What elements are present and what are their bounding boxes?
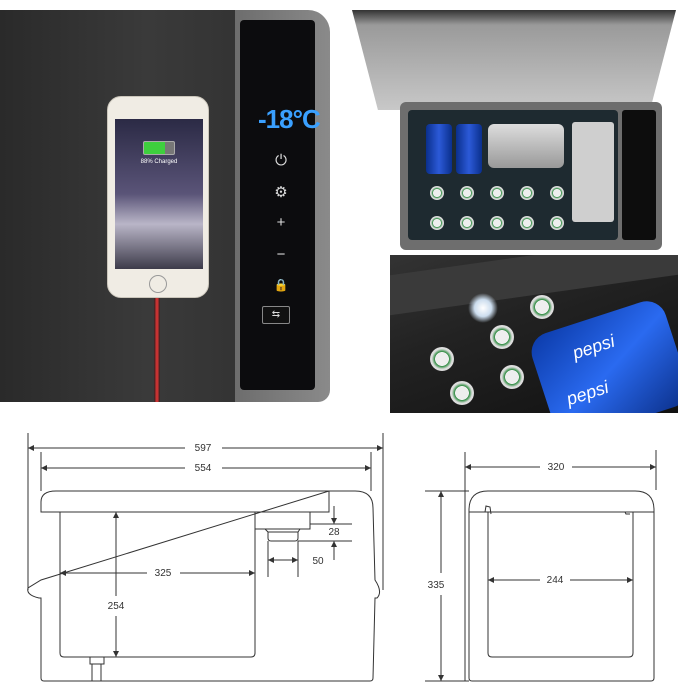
control-panel: -18°C ⏻ ⚙ + − 🔒 ⇆ [240, 20, 321, 390]
led-light [468, 293, 498, 323]
fridge-interior-closeup: pepsi pepsi [390, 255, 678, 413]
can-label: pepsi [563, 376, 612, 410]
dimension-lines [27, 433, 657, 682]
side-view [468, 490, 655, 682]
battery-icon [143, 141, 175, 155]
bottle [530, 295, 554, 319]
bottle [460, 186, 474, 200]
bottle [490, 216, 504, 230]
power-icon: ⏻ [275, 152, 287, 169]
side-control-panel [622, 110, 656, 240]
smartphone: 88% Charged [107, 96, 209, 298]
lock-icon: 🔒 [273, 278, 289, 292]
gear-icon: ⚙ [274, 184, 288, 201]
bottle [430, 216, 444, 230]
dim-overall-width: 597 [195, 443, 212, 454]
home-button [149, 275, 167, 293]
bottle [520, 216, 534, 230]
dim-inner-height: 254 [108, 601, 125, 612]
dim-side-height: 335 [428, 580, 445, 591]
dim-control-height: 28 [328, 527, 340, 538]
dim-inner-width: 325 [155, 568, 172, 579]
usb-charge-icon: ⇆ [262, 306, 290, 324]
open-lid [352, 10, 676, 110]
dimension-drawing: 597 554 325 254 28 50 320 335 244 [27, 433, 657, 682]
bottle [430, 347, 454, 371]
can [426, 124, 452, 174]
dim-side-width: 320 [548, 462, 565, 473]
dim-body-width: 554 [195, 463, 212, 474]
bottle [550, 186, 564, 200]
fridge-cavity [408, 110, 618, 240]
bottle [460, 216, 474, 230]
charge-status: 88% Charged [140, 159, 178, 165]
bottle [490, 186, 504, 200]
bottle [520, 186, 534, 200]
package [572, 122, 614, 222]
plus-icon: + [276, 214, 286, 231]
bottle [490, 325, 514, 349]
bottle [550, 216, 564, 230]
bottle [500, 365, 524, 389]
cans-silver [488, 124, 564, 168]
usb-cable [154, 298, 160, 402]
can [456, 124, 482, 174]
fridge-open-photo [346, 10, 678, 252]
dim-control-width: 50 [312, 556, 324, 567]
minus-icon: − [276, 246, 286, 263]
bottle [450, 381, 474, 405]
bottle [430, 186, 444, 200]
fridge-body [400, 102, 662, 250]
fridge-front-photo: -18°C ⏻ ⚙ + − 🔒 ⇆ 88% Charged [0, 10, 338, 402]
phone-screen: 88% Charged [115, 119, 203, 269]
front-view [27, 490, 381, 682]
dim-side-inner-width: 244 [547, 575, 564, 586]
temperature-display: -18°C [258, 104, 321, 134]
can-label: pepsi [570, 330, 618, 364]
